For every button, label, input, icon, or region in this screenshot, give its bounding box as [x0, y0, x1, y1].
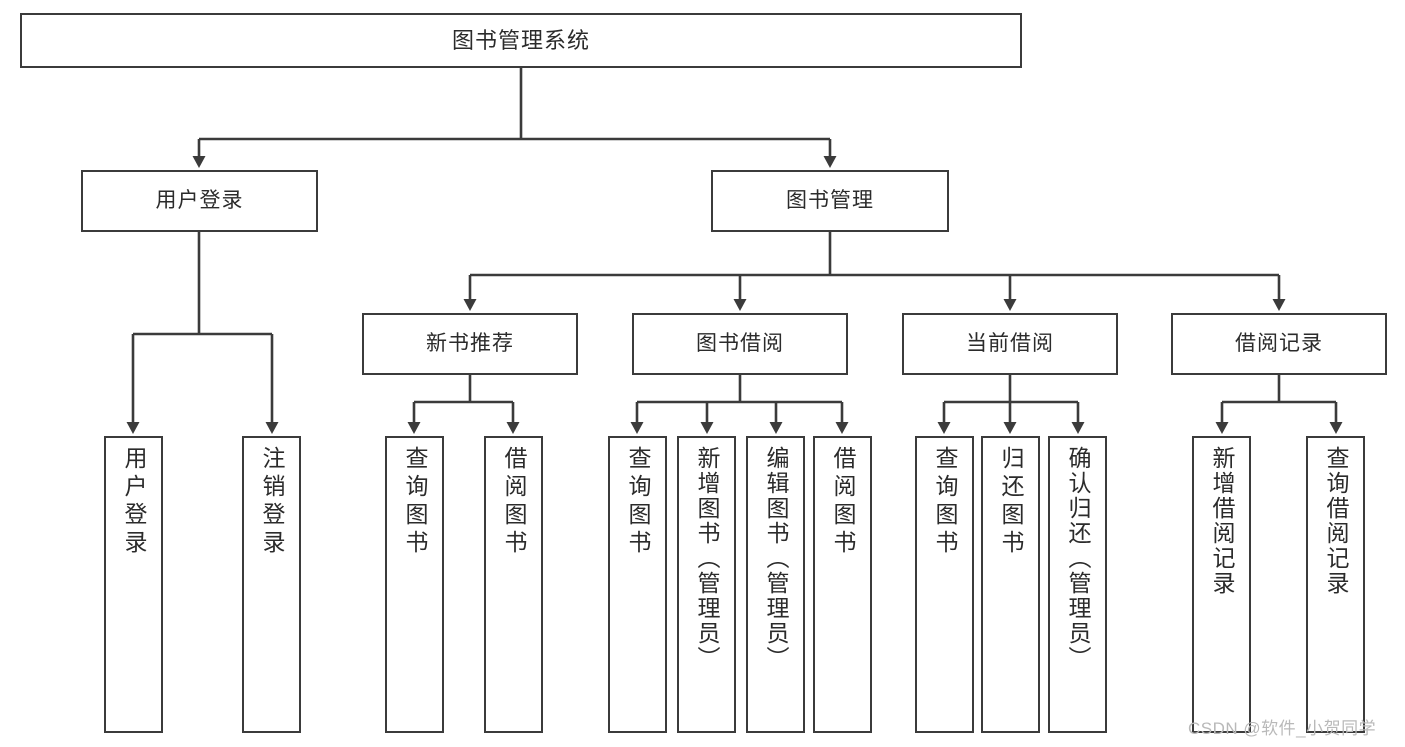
csdn-watermark: CSDN @软件_小贺同学	[1188, 719, 1377, 738]
node-label: 查询图书	[402, 446, 428, 558]
node-borrow-record[interactable]: 借阅记录	[1171, 313, 1387, 375]
node-label: 新增借阅记录	[1209, 446, 1235, 596]
node-current-borrow[interactable]: 当前借阅	[902, 313, 1118, 375]
node-new-book-recommend[interactable]: 新书推荐	[362, 313, 578, 375]
node-label: 确认归还（管理员）	[1065, 446, 1091, 671]
node-label: 注销登录	[259, 446, 285, 558]
leaf-current-return-book[interactable]: 归还图书	[981, 436, 1040, 733]
node-label: 图书借阅	[696, 331, 784, 355]
node-label: 查询借阅记录	[1323, 446, 1349, 596]
node-label: 新书推荐	[426, 331, 514, 355]
leaf-recommend-query-book[interactable]: 查询图书	[385, 436, 444, 733]
node-label: 归还图书	[998, 446, 1024, 558]
node-label: 新增图书（管理员）	[694, 446, 720, 671]
node-book-borrow[interactable]: 图书借阅	[632, 313, 848, 375]
leaf-user-login-signout[interactable]: 注销登录	[242, 436, 301, 733]
node-user-login[interactable]: 用户登录	[81, 170, 318, 232]
node-book-management[interactable]: 图书管理	[711, 170, 949, 232]
node-label: 借阅记录	[1235, 331, 1323, 355]
node-label: 借阅图书	[501, 446, 527, 558]
node-label: 图书管理	[786, 188, 874, 212]
leaf-recommend-borrow-book[interactable]: 借阅图书	[484, 436, 543, 733]
node-label: 用户登录	[121, 446, 147, 558]
leaf-user-login-signin[interactable]: 用户登录	[104, 436, 163, 733]
node-label: 用户登录	[155, 188, 244, 212]
node-label: 借阅图书	[830, 446, 856, 558]
leaf-record-query-record[interactable]: 查询借阅记录	[1306, 436, 1365, 733]
leaf-current-confirm-return-admin[interactable]: 确认归还（管理员）	[1048, 436, 1107, 733]
node-label: 编辑图书（管理员）	[763, 446, 789, 671]
leaf-record-add-record[interactable]: 新增借阅记录	[1192, 436, 1251, 733]
node-label: 当前借阅	[966, 331, 1054, 355]
leaf-borrow-edit-book-admin[interactable]: 编辑图书（管理员）	[746, 436, 805, 733]
node-label: 查询图书	[932, 446, 958, 558]
leaf-borrow-query-book[interactable]: 查询图书	[608, 436, 667, 733]
leaf-current-query-book[interactable]: 查询图书	[915, 436, 974, 733]
leaf-borrow-add-book-admin[interactable]: 新增图书（管理员）	[677, 436, 736, 733]
node-root-system[interactable]: 图书管理系统	[20, 13, 1022, 68]
node-label: 图书管理系统	[451, 27, 590, 53]
leaf-borrow-borrow-book[interactable]: 借阅图书	[813, 436, 872, 733]
node-label: 查询图书	[625, 446, 651, 558]
